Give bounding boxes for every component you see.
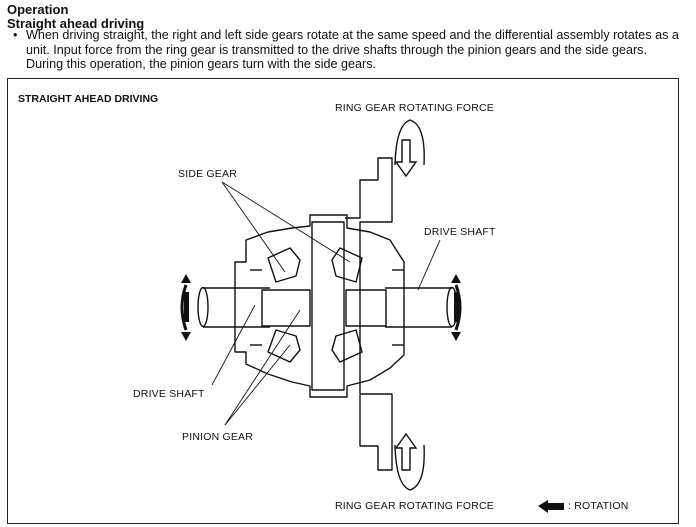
- ring-gear-force-arrow-top: [394, 119, 425, 178]
- bullet-dot: •: [13, 28, 18, 42]
- left-rotation-arrow: [180, 274, 191, 341]
- label-drive-shaft-left: DRIVE SHAFT: [133, 388, 205, 400]
- ring-gear: [345, 157, 393, 471]
- label-pinion-gear: PINION GEAR: [182, 431, 254, 443]
- left-drive-shaft: [197, 286, 270, 328]
- pinion-gear-upper-right: [331, 247, 363, 283]
- ring-gear-force-arrow-bottom: [394, 432, 425, 491]
- figure-frame: STRAIGHT AHEAD DRIVING: [7, 78, 679, 524]
- pinion-gear-lower-left: [267, 329, 301, 363]
- label-ring-gear-bottom: RING GEAR ROTATING FORCE: [335, 500, 494, 512]
- rotation-legend-arrow: [538, 500, 564, 513]
- label-ring-gear-top: RING GEAR ROTATING FORCE: [335, 102, 494, 114]
- label-side-gear: SIDE GEAR: [178, 168, 237, 180]
- side-gear-hub-left: [261, 289, 311, 327]
- section-subheading: Straight ahead driving: [7, 16, 145, 31]
- label-drive-shaft-right: DRIVE SHAFT: [424, 226, 496, 238]
- description-text: When driving straight, the right and lef…: [26, 28, 679, 71]
- side-gear-hub-right: [345, 289, 387, 327]
- differential-case: [234, 214, 405, 398]
- section-heading: Operation: [7, 2, 69, 17]
- right-drive-shaft: [385, 286, 458, 328]
- pinion-gear-upper-left: [267, 247, 301, 283]
- right-rotation-arrow: [451, 274, 462, 341]
- pinion-gear-lower-right: [331, 329, 363, 363]
- pinion-shaft: [311, 221, 345, 391]
- legend-rotation-label: : ROTATION: [568, 500, 629, 512]
- figure-title: STRAIGHT AHEAD DRIVING: [18, 93, 159, 105]
